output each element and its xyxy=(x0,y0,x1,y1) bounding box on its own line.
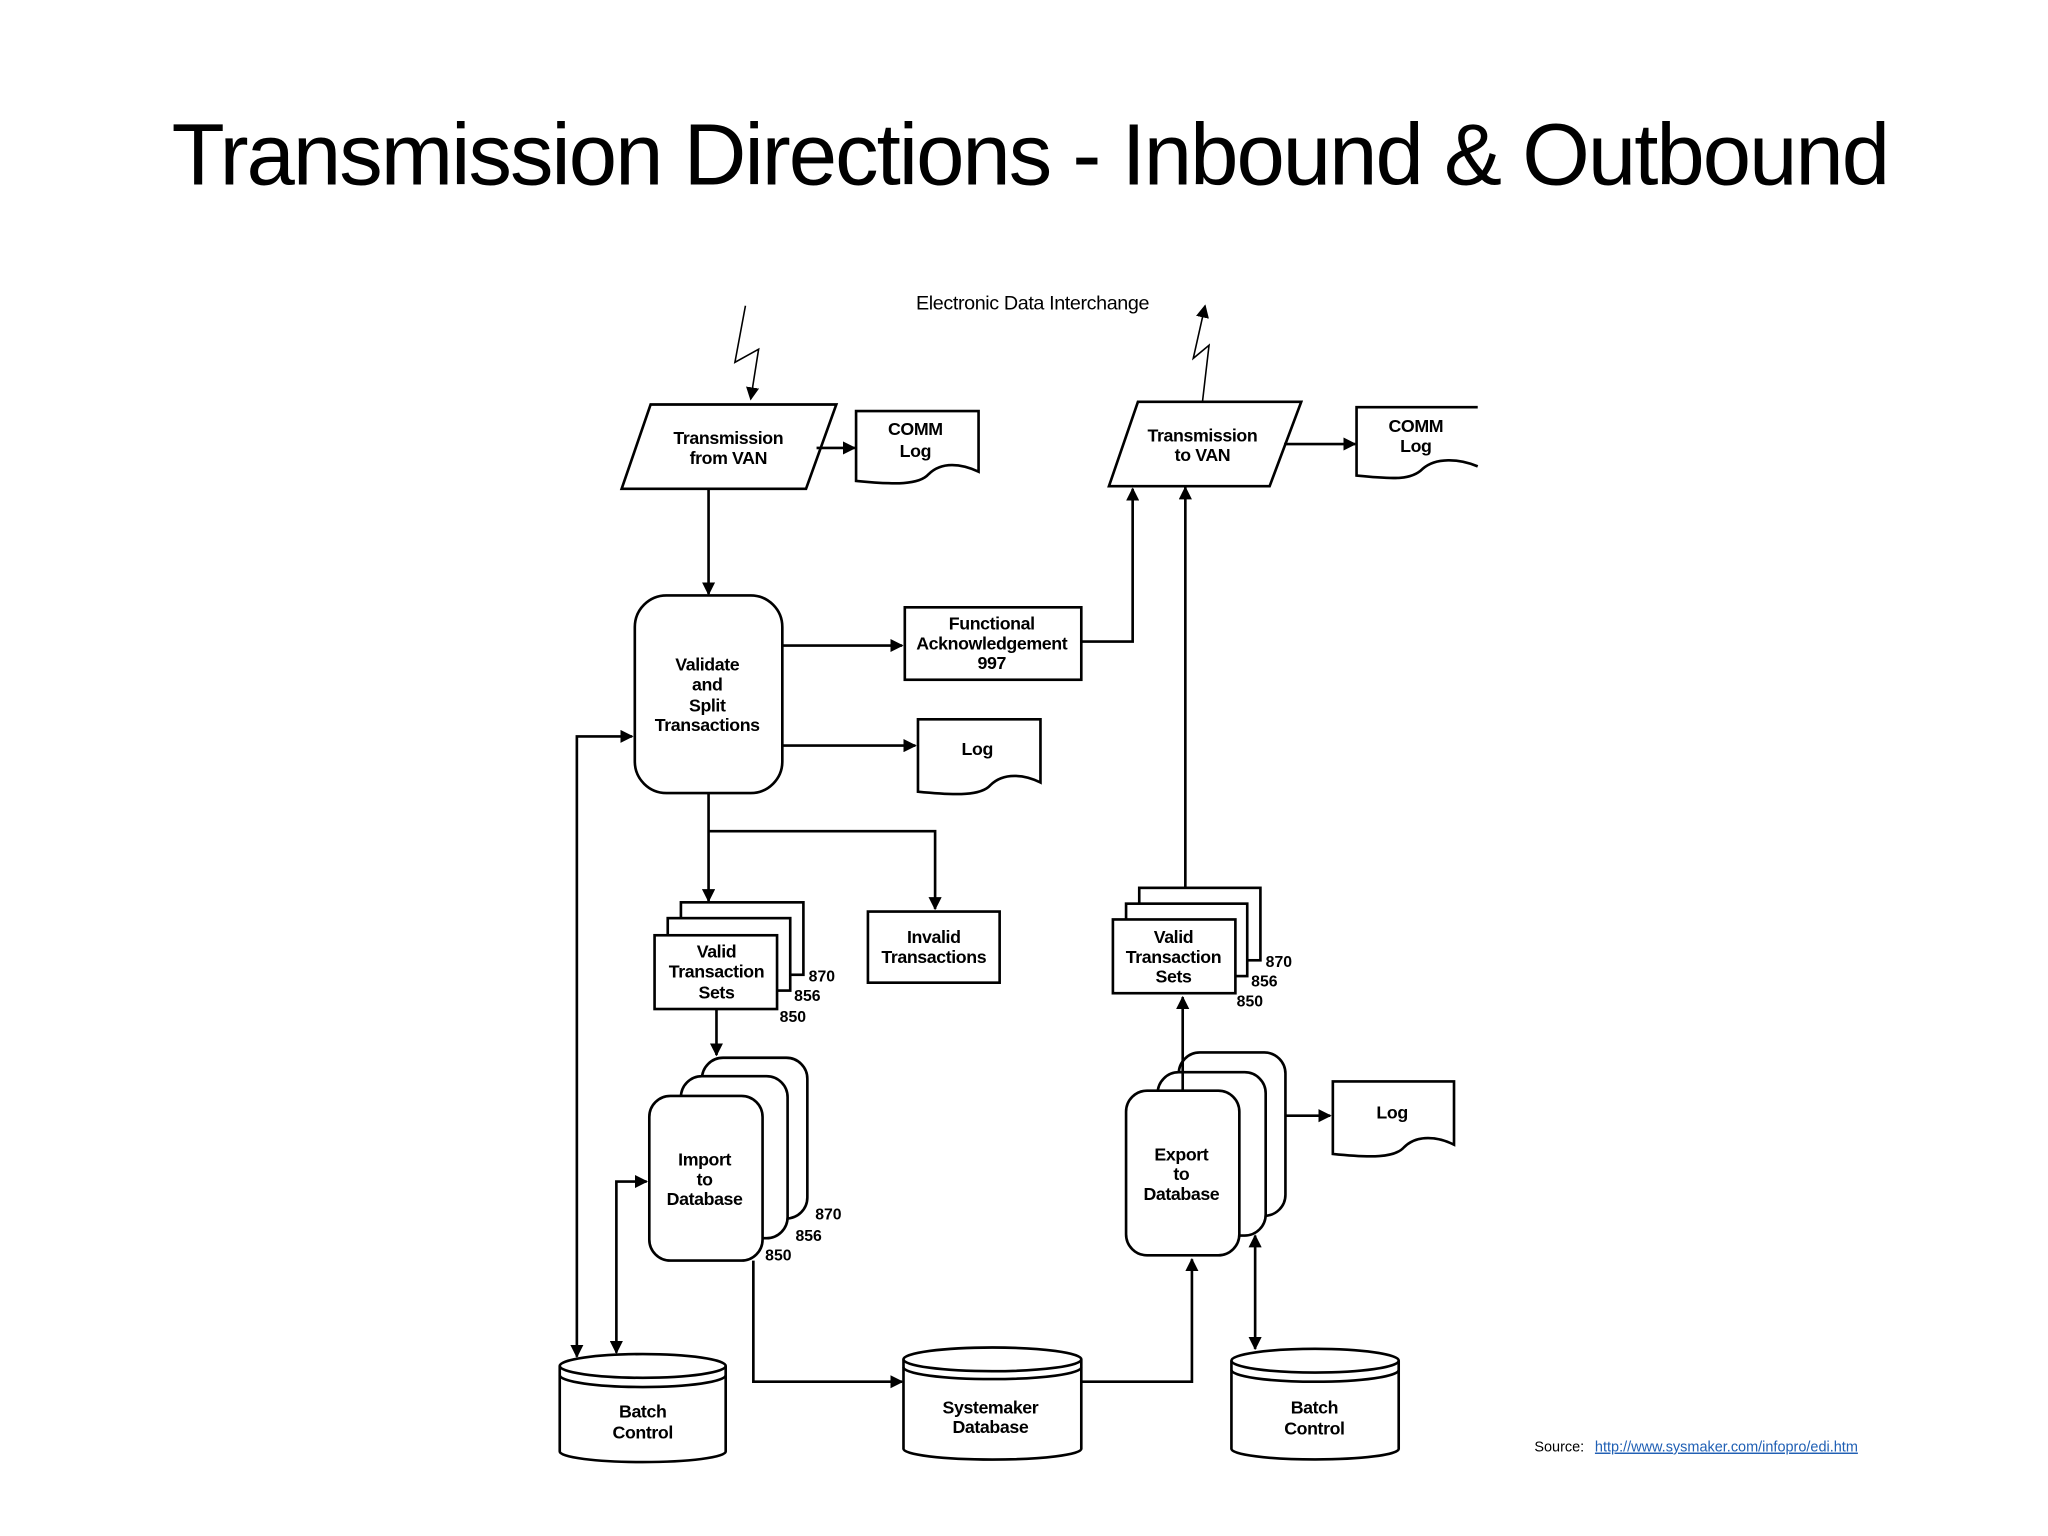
svg-text:850: 850 xyxy=(1237,993,1264,1010)
svg-text:Sets: Sets xyxy=(1156,967,1192,987)
svg-text:Import: Import xyxy=(678,1150,731,1170)
arrow xyxy=(1081,1257,1199,1384)
svg-text:Transactions: Transactions xyxy=(881,947,986,967)
arrow xyxy=(752,1260,904,1389)
svg-text:850: 850 xyxy=(765,1248,792,1265)
svg-text:Database: Database xyxy=(952,1417,1028,1437)
svg-text:Valid: Valid xyxy=(1154,927,1194,947)
svg-text:from VAN: from VAN xyxy=(690,448,767,468)
arrow xyxy=(708,829,942,911)
log-export: Log xyxy=(1331,1080,1456,1158)
svg-text:Validate: Validate xyxy=(675,655,740,675)
svg-text:and: and xyxy=(692,674,722,694)
valid-transaction-sets-outbound: Valid Transaction Sets 870 856 850 xyxy=(1111,886,1293,1010)
transmission-from-van: Transmission from VAN xyxy=(619,403,839,491)
bidirectional-arrow xyxy=(609,1174,648,1355)
outgoing-lightning-icon xyxy=(1191,304,1211,402)
svg-text:997: 997 xyxy=(977,653,1006,673)
comm-log-outbound: COMM Log xyxy=(1355,405,1479,480)
svg-text:COMM: COMM xyxy=(1388,416,1443,436)
svg-text:870: 870 xyxy=(815,1207,842,1224)
slide-title: Transmission Directions - Inbound & Outb… xyxy=(172,107,1888,204)
svg-text:Control: Control xyxy=(613,1422,673,1442)
svg-text:Control: Control xyxy=(1284,1418,1344,1438)
svg-text:COMM: COMM xyxy=(888,419,943,439)
svg-text:Transaction: Transaction xyxy=(1126,947,1221,967)
svg-text:Log: Log xyxy=(962,739,993,759)
comm-log-inbound: COMM Log xyxy=(854,409,980,485)
systemaker-database: Systemaker Database xyxy=(902,1346,1083,1461)
functional-acknowledgement-997: Functional Acknowledgement 997 xyxy=(903,606,1083,682)
arrow xyxy=(1081,487,1140,643)
valid-transaction-sets-inbound: Valid Transaction Sets 870 856 850 xyxy=(653,901,836,1026)
svg-text:Export: Export xyxy=(1154,1144,1208,1164)
batch-control-right: Batch Control xyxy=(1230,1347,1401,1461)
svg-text:Transaction: Transaction xyxy=(669,961,764,981)
svg-text:870: 870 xyxy=(1266,954,1293,971)
svg-text:Log: Log xyxy=(1376,1102,1407,1122)
svg-text:870: 870 xyxy=(809,968,836,985)
log-validate: Log xyxy=(916,717,1042,796)
export-to-database: Export to Database xyxy=(1124,1051,1287,1257)
svg-text:Log: Log xyxy=(1400,436,1431,456)
svg-text:to: to xyxy=(1173,1164,1190,1184)
incoming-lightning-icon xyxy=(733,305,760,401)
svg-text:to: to xyxy=(697,1170,714,1190)
svg-text:856: 856 xyxy=(1251,974,1278,991)
svg-text:Transactions: Transactions xyxy=(655,715,760,735)
import-to-database: Import to Database 870 856 850 xyxy=(647,1056,842,1265)
transmission-to-van: Transmission to VAN xyxy=(1107,400,1304,488)
svg-text:850: 850 xyxy=(780,1009,807,1026)
svg-text:Database: Database xyxy=(1143,1184,1219,1204)
source-label: Source: xyxy=(1534,1440,1584,1456)
svg-text:Systemaker: Systemaker xyxy=(943,1397,1039,1417)
svg-text:to VAN: to VAN xyxy=(1175,445,1231,465)
svg-text:856: 856 xyxy=(795,1228,822,1245)
svg-text:Database: Database xyxy=(667,1189,743,1209)
bidirectional-arrow xyxy=(570,729,634,1359)
svg-text:Batch: Batch xyxy=(1291,1397,1338,1417)
batch-control-left: Batch Control xyxy=(558,1352,728,1464)
validate-split-transactions: Validate and Split Transactions xyxy=(633,594,784,795)
svg-text:Sets: Sets xyxy=(698,982,734,1002)
svg-text:Acknowledgement: Acknowledgement xyxy=(916,633,1068,653)
svg-text:Split: Split xyxy=(689,695,726,715)
svg-text:856: 856 xyxy=(794,988,821,1005)
svg-text:Valid: Valid xyxy=(697,942,737,962)
svg-text:Transmission: Transmission xyxy=(673,428,783,448)
svg-text:Functional: Functional xyxy=(949,614,1035,634)
svg-text:Log: Log xyxy=(900,441,931,461)
source-link[interactable]: http://www.sysmaker.com/infopro/edi.htm xyxy=(1595,1440,1858,1456)
svg-text:Invalid: Invalid xyxy=(907,927,961,947)
invalid-transactions: Invalid Transactions xyxy=(866,910,1001,984)
svg-text:Transmission: Transmission xyxy=(1148,425,1258,445)
svg-text:Batch: Batch xyxy=(619,1401,666,1421)
diagram-heading: Electronic Data Interchange xyxy=(916,293,1149,315)
